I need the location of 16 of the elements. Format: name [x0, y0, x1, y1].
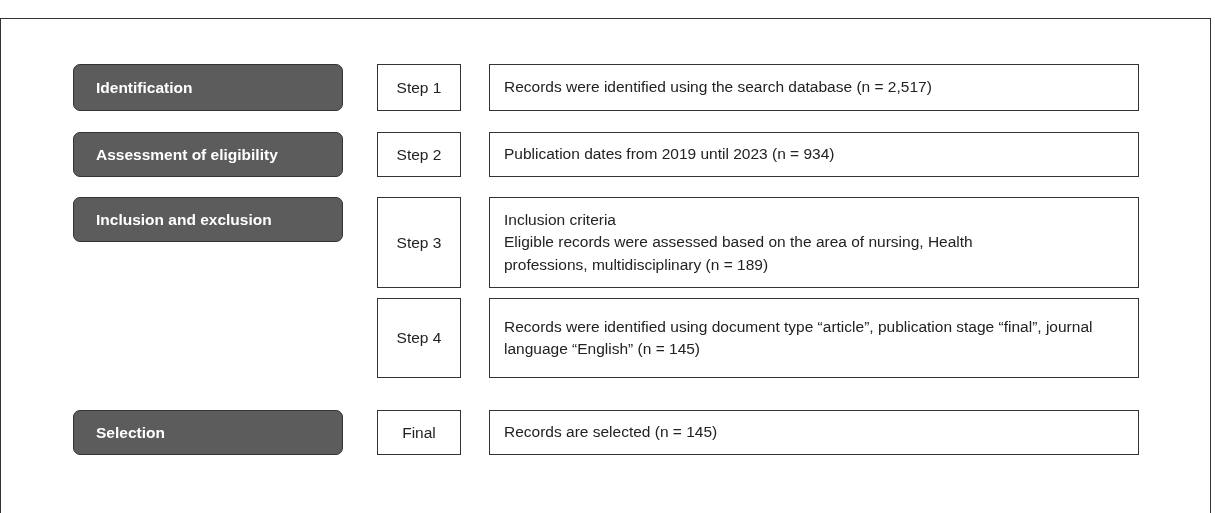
stage-label: Identification: [73, 64, 343, 111]
criteria-box: [489, 197, 1139, 288]
step-label: Step 3: [377, 197, 461, 288]
criteria-text: Eligible records were assessed based on the area of nursing, Health professions, multidisciplinary (n = 189): [504, 232, 974, 275]
step-label: Step 1: [377, 64, 461, 111]
step-label: Step 4: [377, 298, 461, 378]
criteria-box: Records are selected (n = 145): [489, 410, 1139, 455]
criteria-box: Records were identified using document type “article”, publication stage “final”, journal language “English” (n = 145): [489, 298, 1139, 378]
criteria-heading: Inclusion criteria: [504, 209, 617, 230]
step-label: Step 2: [377, 132, 461, 177]
stage-label: Assessment of eligibility: [73, 132, 343, 177]
stage-label: Inclusion and exclusion: [73, 197, 343, 242]
criteria-box: Records were identified using the search database (n = 2,517): [489, 64, 1139, 111]
step-label: Final: [377, 410, 461, 455]
criteria-box: Publication dates from 2019 until 2023 (n = 934): [489, 132, 1139, 177]
stage-label: Selection: [73, 410, 343, 455]
